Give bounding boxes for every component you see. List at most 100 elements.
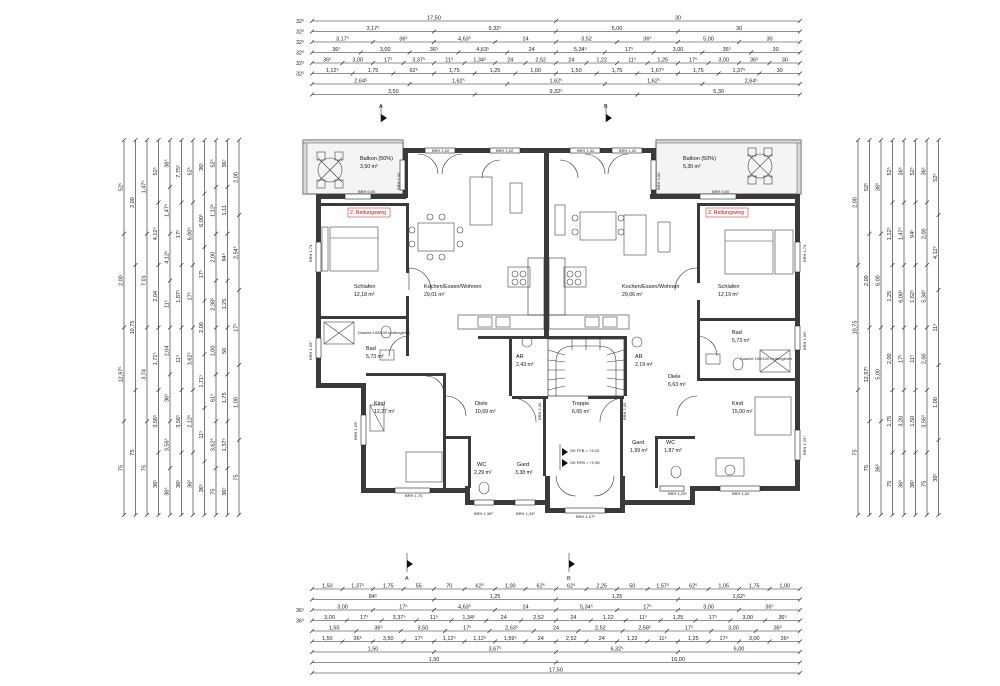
dimension-value: 6,00 — [734, 647, 745, 653]
dimension-value: 1,71⁵ — [152, 352, 159, 365]
brh-label: BRH 0,00 — [656, 172, 661, 190]
dimension-value: 1,47⁵ — [898, 227, 905, 240]
dimension-value: 11⁵ — [932, 324, 939, 332]
brh-label: BRH 1,59⁵ — [353, 421, 358, 440]
dimension-value: 1,87⁵ — [175, 290, 182, 303]
dimension-value: 2,52 — [566, 636, 577, 642]
room-name: Bad — [732, 330, 742, 336]
section-label: A — [405, 576, 409, 582]
dimension-value: 17⁵ — [685, 625, 693, 632]
dimension-value: 52⁵ — [932, 173, 939, 181]
dimension-value: 1,67⁵ — [651, 67, 664, 74]
inner-walls — [321, 203, 795, 488]
dimension-value: 62⁵ — [567, 583, 575, 590]
dimension-value: 1,12⁵ — [210, 204, 217, 217]
dimension-value: 36⁵ — [221, 159, 228, 167]
dimension-value: 1,25 — [222, 299, 228, 310]
dimension-value: 52⁵ — [210, 159, 217, 167]
section-label: A — [379, 104, 383, 110]
brh-label: BRH 1,07⁵ — [576, 514, 595, 519]
dimension-value: 75 — [234, 474, 240, 480]
dimension-value: 52⁵ — [152, 167, 159, 175]
section-mark-top-right: B — [604, 104, 612, 122]
room-name: Bad — [366, 346, 376, 352]
section-label: B — [604, 104, 608, 110]
dimension-value: 36⁵ — [152, 480, 159, 488]
dimension-value: 36⁵ — [198, 484, 205, 492]
room-labels: Balkon (50%) 3,50 m² Balkon (50%) 5,30 m… — [354, 156, 753, 476]
dimension-value: 2,54⁵ — [233, 246, 240, 259]
dimension-label: 36⁵ — [296, 618, 304, 625]
living-furniture-right — [554, 204, 671, 256]
dimension-value: 1,50 — [322, 636, 333, 642]
dimension-value: 10,75 — [130, 321, 136, 335]
brh-label: BRH 0,00 — [712, 189, 730, 194]
dimension-value: 12,97⁵ — [863, 366, 870, 382]
dimension-value: 2,64⁵ — [354, 78, 367, 85]
dimension-label: 32⁵ — [296, 39, 304, 46]
bath-left — [323, 321, 395, 361]
dimension-value: 2,52 — [535, 58, 546, 64]
bath-right — [705, 349, 791, 373]
dimension-value: 30 — [773, 47, 779, 53]
dimension-value: 5,34⁵ — [580, 604, 593, 611]
dimension-value: 1,71⁵ — [198, 375, 205, 388]
bed-right — [724, 229, 794, 275]
level-note: OK RFB = +2,98 — [570, 460, 600, 465]
dimension-value: 36⁵ — [643, 36, 651, 43]
dimension-value: 30 — [782, 58, 788, 64]
dimension-value: 17⁵ — [689, 57, 697, 64]
dimension-value: 75 — [853, 449, 859, 455]
dimension-value: 11⁵ — [175, 355, 182, 363]
dimension-value: 11⁵ — [164, 300, 171, 308]
dimension-value: 17⁵ — [360, 614, 368, 621]
room-name: Balkon (50%) — [360, 156, 393, 162]
dimension-value: 1,11 — [222, 205, 228, 215]
dimension-value: 36⁵ — [175, 480, 182, 488]
brh-label: BRH 1,02 — [619, 148, 637, 153]
dimension-value: 3,00 — [742, 615, 753, 621]
dimension-value: 2,63⁵ — [505, 625, 518, 632]
dimension-value: 36⁵ — [921, 167, 928, 175]
dimension-value: 52⁵ — [863, 183, 870, 191]
doors — [388, 153, 718, 497]
dimension-value: 2,00 — [922, 353, 928, 364]
room-name: Gard — [517, 462, 529, 468]
dimension-value: 1,50 — [368, 647, 379, 653]
room-name: WC — [666, 440, 675, 446]
dimension-value: 36⁵ — [399, 36, 407, 43]
party-wall — [544, 153, 549, 336]
room-area: 5,30 m² — [683, 164, 701, 170]
dimension-value: 1,75 — [368, 68, 379, 74]
dimension-value: 62⁵ — [476, 583, 484, 590]
dimension-value: 3,00 — [703, 605, 714, 611]
section-label: B — [567, 576, 571, 582]
dimension-value: 36⁵ — [374, 625, 382, 632]
dimension-value: 3,56⁵ — [921, 415, 928, 428]
room-name: AR — [635, 354, 643, 360]
brh-label: BRH 1,74 — [308, 244, 313, 262]
dimension-value: 6,32⁵ — [611, 646, 624, 653]
dimension-value: 2,00 — [853, 197, 859, 208]
bed-kind-right — [715, 396, 792, 477]
room-name: Balkon (50%) — [683, 156, 716, 162]
room-name: Kind — [732, 401, 743, 407]
dimension-value: 3,00 — [337, 605, 348, 611]
building: Balkon (50%) 3,50 m² Balkon (50%) 5,30 m… — [302, 139, 807, 519]
dimension-value: 75 — [887, 481, 893, 487]
dimension-value: 1,12⁵ — [473, 635, 486, 642]
dimension-value: 36⁵ — [875, 464, 882, 472]
dimension-value: 5,34⁵ — [574, 46, 587, 53]
room-area: 15,00 m² — [732, 409, 753, 415]
brh-label: BRH 1,74 — [802, 244, 807, 262]
dimension-value: 3,62⁵ — [210, 438, 217, 451]
dimension-value: 24 — [599, 636, 605, 642]
